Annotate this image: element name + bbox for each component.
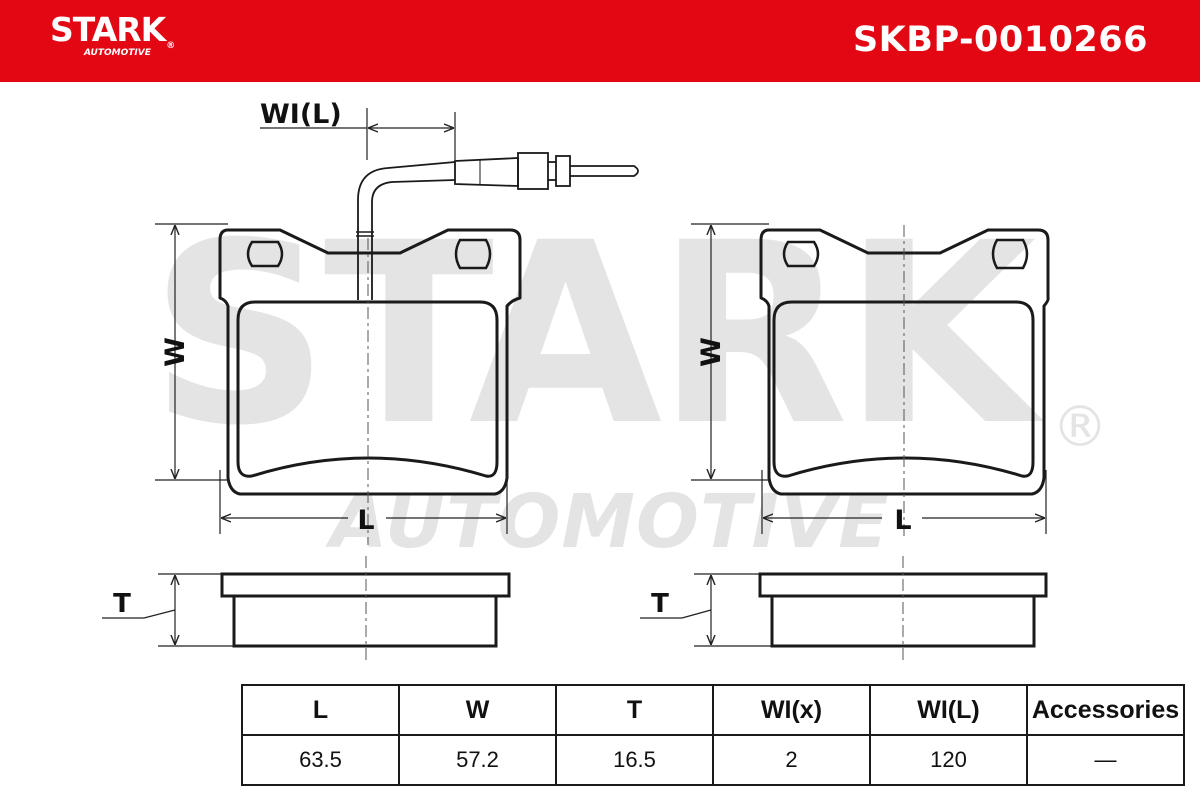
side-view-right	[758, 556, 1048, 662]
mounting-hole-right-b	[991, 238, 1029, 270]
watermark-registered-mark: ®	[1052, 395, 1108, 460]
logo-registered-mark: ®	[166, 41, 175, 51]
spec-value-w: 57.2	[398, 734, 557, 786]
side-view-left	[220, 556, 511, 662]
spec-header-wi-x: WI(x)	[712, 684, 871, 736]
backing-plate-right	[759, 228, 1050, 496]
spec-header-accessories: Accessories	[1026, 684, 1185, 736]
mounting-hole-right-a	[782, 240, 820, 268]
spec-value-accessories: —	[1026, 734, 1185, 786]
watermark-stark: STARK	[149, 189, 1037, 480]
spec-table-value-row: 63.5 57.2 16.5 2 120 —	[241, 734, 1185, 786]
label-l-right: L	[894, 505, 911, 536]
spec-table-header-row: L W T WI(x) WI(L) Accessories	[241, 684, 1185, 736]
spec-header-w: W	[398, 684, 557, 736]
logo-text: STARK	[50, 10, 166, 49]
spec-value-wi-x: 2	[712, 734, 871, 786]
dimension-lines	[102, 108, 1047, 647]
stark-logo: STARK® AUTOMOTIVE	[50, 10, 175, 59]
logo-subtext: AUTOMOTIVE	[84, 48, 151, 58]
friction-material-left	[236, 300, 499, 478]
backing-plate-left	[218, 228, 522, 496]
spec-header-l: L	[241, 684, 400, 736]
mounting-hole-left-a	[246, 240, 284, 268]
spec-value-wi-l: 120	[869, 734, 1028, 786]
label-wi-l: WI(L)	[260, 99, 342, 130]
label-t-right: T	[651, 589, 669, 619]
wear-indicator	[356, 152, 639, 300]
label-l-left: L	[357, 505, 374, 536]
brake-pad-left	[218, 228, 522, 545]
label-t-left: T	[113, 589, 131, 619]
label-w-left: W	[160, 337, 191, 367]
spec-value-t: 16.5	[555, 734, 714, 786]
header-bar: STARK® AUTOMOTIVE SKBP-0010266	[0, 0, 1200, 82]
label-w-right: W	[696, 337, 727, 367]
spec-header-wi-l: WI(L)	[869, 684, 1028, 736]
mounting-hole-left-b	[454, 238, 492, 270]
part-number: SKBP-0010266	[852, 20, 1148, 60]
spec-value-l: 63.5	[241, 734, 400, 786]
spec-table: L W T WI(x) WI(L) Accessories 63.5 57.2 …	[241, 684, 1185, 786]
brake-pad-right	[759, 225, 1050, 540]
friction-material-right	[772, 300, 1035, 478]
brake-pad-technical-drawing: WI(L) W W L L T T	[102, 99, 1050, 662]
spec-header-t: T	[555, 684, 714, 736]
